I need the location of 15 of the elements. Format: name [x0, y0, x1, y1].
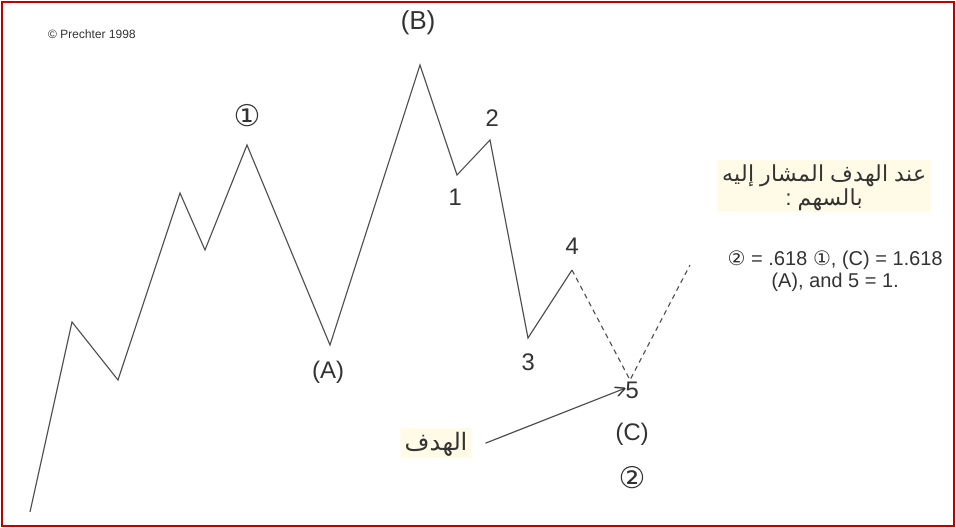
- wave-label: ②: [618, 462, 646, 495]
- wave-label: ①: [234, 100, 260, 133]
- wave-label: (B): [400, 6, 436, 35]
- wave-label: 4: [565, 234, 579, 260]
- wave-label: (C): [615, 420, 649, 446]
- note-text: عند الهدف المشار إليه بالسهم :: [718, 160, 930, 212]
- wave-label: 2: [485, 106, 499, 132]
- arrow: [485, 386, 626, 444]
- formula-text: ② = .618 ①, (C) = 1.618 (A), and 5 = 1.: [726, 248, 944, 292]
- wave-label: 3: [521, 350, 535, 376]
- wave-label: 5: [625, 378, 639, 404]
- wave-label: (A): [312, 358, 344, 384]
- target-label: الهدف: [400, 428, 472, 458]
- wave-label: 1: [448, 185, 462, 212]
- copyright-note: © Prechter 1998: [48, 28, 136, 42]
